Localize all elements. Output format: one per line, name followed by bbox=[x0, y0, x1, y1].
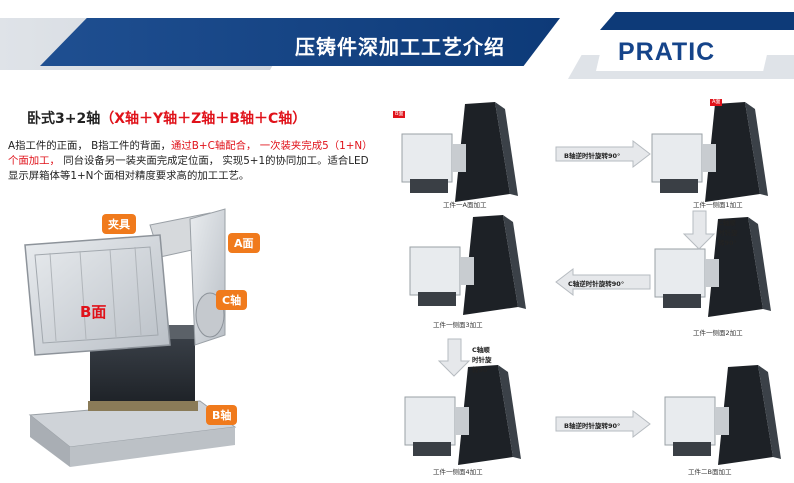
arrow-label-3: C轴逆时针旋转90° bbox=[568, 280, 625, 288]
arrow-label-4: C轴顺时针旋转90° bbox=[472, 346, 492, 374]
subtitle-main: 卧式3+2轴 bbox=[27, 111, 101, 127]
callout-b-axis: B轴 bbox=[206, 405, 238, 425]
header-title-band bbox=[40, 18, 560, 66]
page-title: 压铸件深加工工艺介绍 bbox=[295, 35, 505, 59]
step-caption-3: 工件一侧面2加工 bbox=[693, 329, 743, 337]
callout-fixture: 夹具 bbox=[102, 214, 136, 234]
desc-part-2: 同台设备另一装夹面完成定位面， 实现5+1的协同加工。适合LED显示屏箱体等1+… bbox=[8, 155, 369, 182]
desc-part-1: A指工件的正面， B指工件的背面， bbox=[8, 140, 172, 152]
tag-a-face: A面 bbox=[710, 99, 723, 106]
process-steps-drawing bbox=[401, 101, 782, 466]
description-text: A指工件的正面， B指工件的背面，通过B+C轴配合， 一次装夹完成5（1+N）个… bbox=[8, 139, 378, 184]
desc-highlight: 通过B+C轴配合， 一次装夹完成5（1+N）个面加工， bbox=[8, 140, 373, 167]
callout-c-axis: C轴 bbox=[216, 290, 248, 310]
step-caption-6: 工件二B面加工 bbox=[688, 468, 732, 476]
arrow-label-1: B轴逆时针旋转90° bbox=[564, 152, 621, 160]
callout-a-face: A面 bbox=[228, 233, 260, 253]
arrow-label-2: C轴顺时针旋转90° bbox=[718, 219, 738, 247]
logo: PRATIC bbox=[618, 38, 716, 66]
step-caption-5: 工件一侧面4加工 bbox=[433, 468, 483, 476]
subtitle-axes: （X轴＋Y轴＋Z轴＋B轴＋C轴） bbox=[100, 111, 307, 127]
step-caption-2: 工件一侧面1加工 bbox=[693, 201, 743, 209]
header-accent-band bbox=[600, 12, 794, 30]
machine-illustration: 夹具 A面 C轴 B面 B轴 bbox=[10, 205, 262, 475]
step-caption-1: 工件一A面加工 bbox=[443, 201, 487, 209]
step-caption-4: 工件一侧面3加工 bbox=[433, 321, 483, 329]
callout-b-face: B面 bbox=[80, 303, 107, 321]
section-subtitle: 卧式3+2轴（X轴＋Y轴＋Z轴＋B轴＋C轴） bbox=[27, 108, 306, 128]
logo-box bbox=[596, 33, 772, 71]
machine-drawing bbox=[24, 208, 237, 467]
tag-b-face: B面 bbox=[393, 111, 406, 118]
process-steps-panel: B面 A面 工件一A面加工 工件一侧面1加工 工件一侧面2加工 工件一侧面3加工… bbox=[388, 99, 794, 479]
arrow-label-5: B轴逆时针旋转90° bbox=[564, 422, 621, 430]
